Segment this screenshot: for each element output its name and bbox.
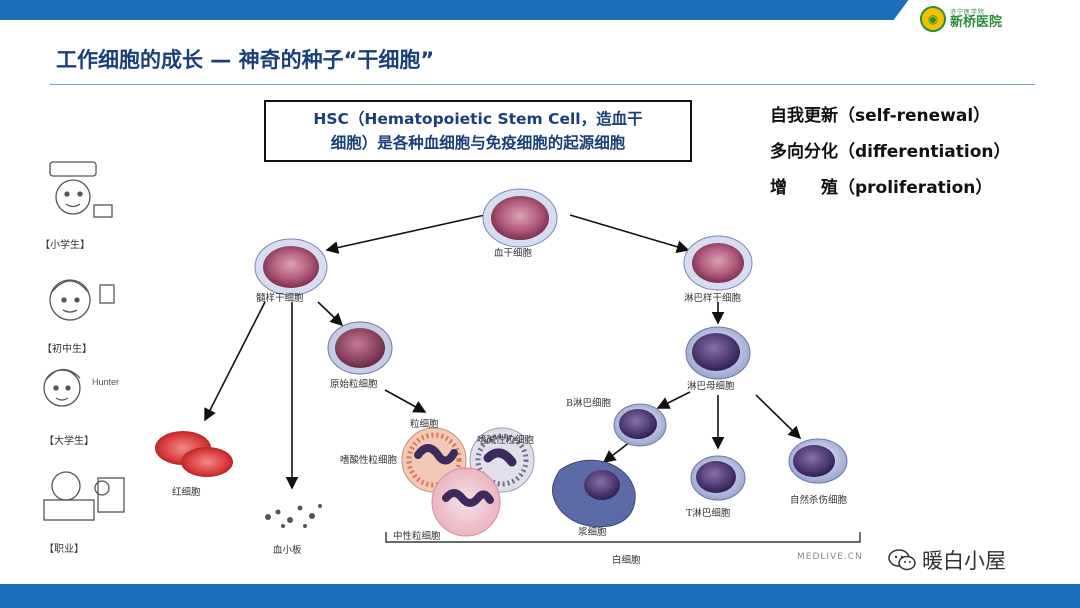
- neutrophil-cell: [432, 468, 500, 536]
- nk-cell: [789, 439, 847, 483]
- label-myeloid-stem: 髓样干细胞: [256, 290, 304, 304]
- label-wbc: 白细胞: [612, 552, 641, 566]
- label-eosinophil: 嗜酸性粒细胞: [340, 452, 397, 466]
- label-neutrophil: 中性粒细胞: [393, 528, 441, 542]
- medlive-watermark: MEDLIVE.CN: [797, 552, 863, 562]
- platelets: [265, 504, 322, 528]
- sketch-label-career: 【职业】: [44, 540, 84, 555]
- label-t-cell: T淋巴细胞: [686, 505, 730, 519]
- college-sketch-icon: Hunter: [44, 369, 119, 406]
- label-hsc: 血干细胞: [494, 245, 532, 259]
- worker-sketch-icon: [44, 472, 124, 520]
- label-lymphoid-stem: 淋巴样干细胞: [684, 290, 741, 304]
- wechat-account-badge: 暖白小屋: [888, 545, 1006, 575]
- plasma-cell: [552, 460, 635, 527]
- label-platelet: 血小板: [273, 542, 302, 556]
- myeloid-stem-cell: [255, 239, 327, 295]
- label-b-cell: B淋巴细胞: [566, 395, 611, 409]
- label-rbc: 红细胞: [172, 484, 201, 498]
- hsc-cell: [483, 189, 557, 247]
- label-plasma-cell: 浆细胞: [578, 524, 607, 538]
- lymphoblast-cell: [686, 327, 750, 379]
- red-blood-cells: [155, 431, 233, 477]
- teen-sketch-icon: [50, 280, 114, 320]
- wechat-icon: [888, 549, 916, 571]
- lymphoid-stem-cell: [684, 236, 752, 290]
- label-granulocyte: 粒细胞: [410, 416, 439, 430]
- label-nk-cell: 自然杀伤细胞: [790, 492, 847, 506]
- wechat-account-name: 暖白小屋: [922, 545, 1006, 575]
- t-cell: [691, 456, 745, 500]
- b-cell: [614, 404, 666, 446]
- sketch-label-college: 【大学生】: [44, 432, 94, 447]
- kid-sketch-icon: [50, 162, 112, 217]
- label-myeloblast: 原始粒细胞: [330, 376, 378, 390]
- bottom-bar: [0, 584, 1080, 608]
- sketch-label-primary: 【小学生】: [40, 236, 90, 251]
- myeloblast-cell: [328, 322, 392, 374]
- label-lymphoblast: 淋巴母细胞: [687, 378, 735, 392]
- sketch-label-middle: 【初中生】: [42, 340, 92, 355]
- label-basophil: 嗜碱性粒细胞: [477, 432, 534, 446]
- svg-text:Hunter: Hunter: [92, 377, 119, 387]
